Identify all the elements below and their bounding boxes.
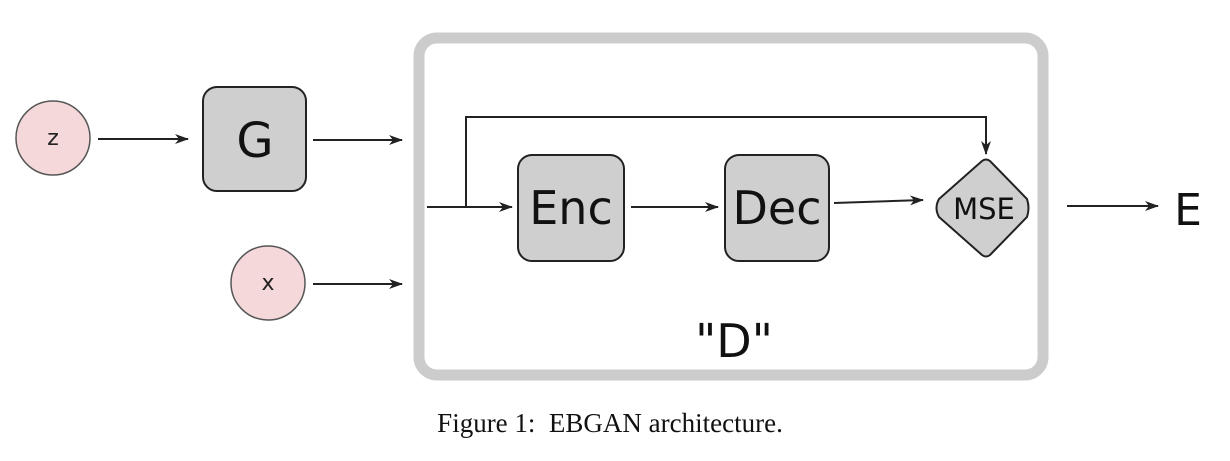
decoder-block <box>724 154 830 262</box>
x-label: x <box>261 271 274 296</box>
z-label: z <box>47 126 59 151</box>
encoder-block <box>517 154 625 262</box>
generator-label: G <box>236 113 273 169</box>
z-node <box>15 100 91 176</box>
mse-label: MSE <box>953 192 1015 226</box>
discriminator-box <box>413 32 1049 381</box>
skip-connection-arrow <box>465 116 991 207</box>
decoder-label: Dec <box>732 181 821 235</box>
energy-output-label: E <box>1174 185 1202 236</box>
arrow-dec-to-mse <box>833 195 924 206</box>
mse-block <box>935 158 1030 258</box>
encoder-label: Enc <box>529 181 613 235</box>
discriminator-label: "D" <box>695 314 773 368</box>
generator-block <box>202 86 307 192</box>
figure-caption: Figure 1: EBGAN architecture. <box>437 408 783 438</box>
x-node <box>230 245 306 321</box>
